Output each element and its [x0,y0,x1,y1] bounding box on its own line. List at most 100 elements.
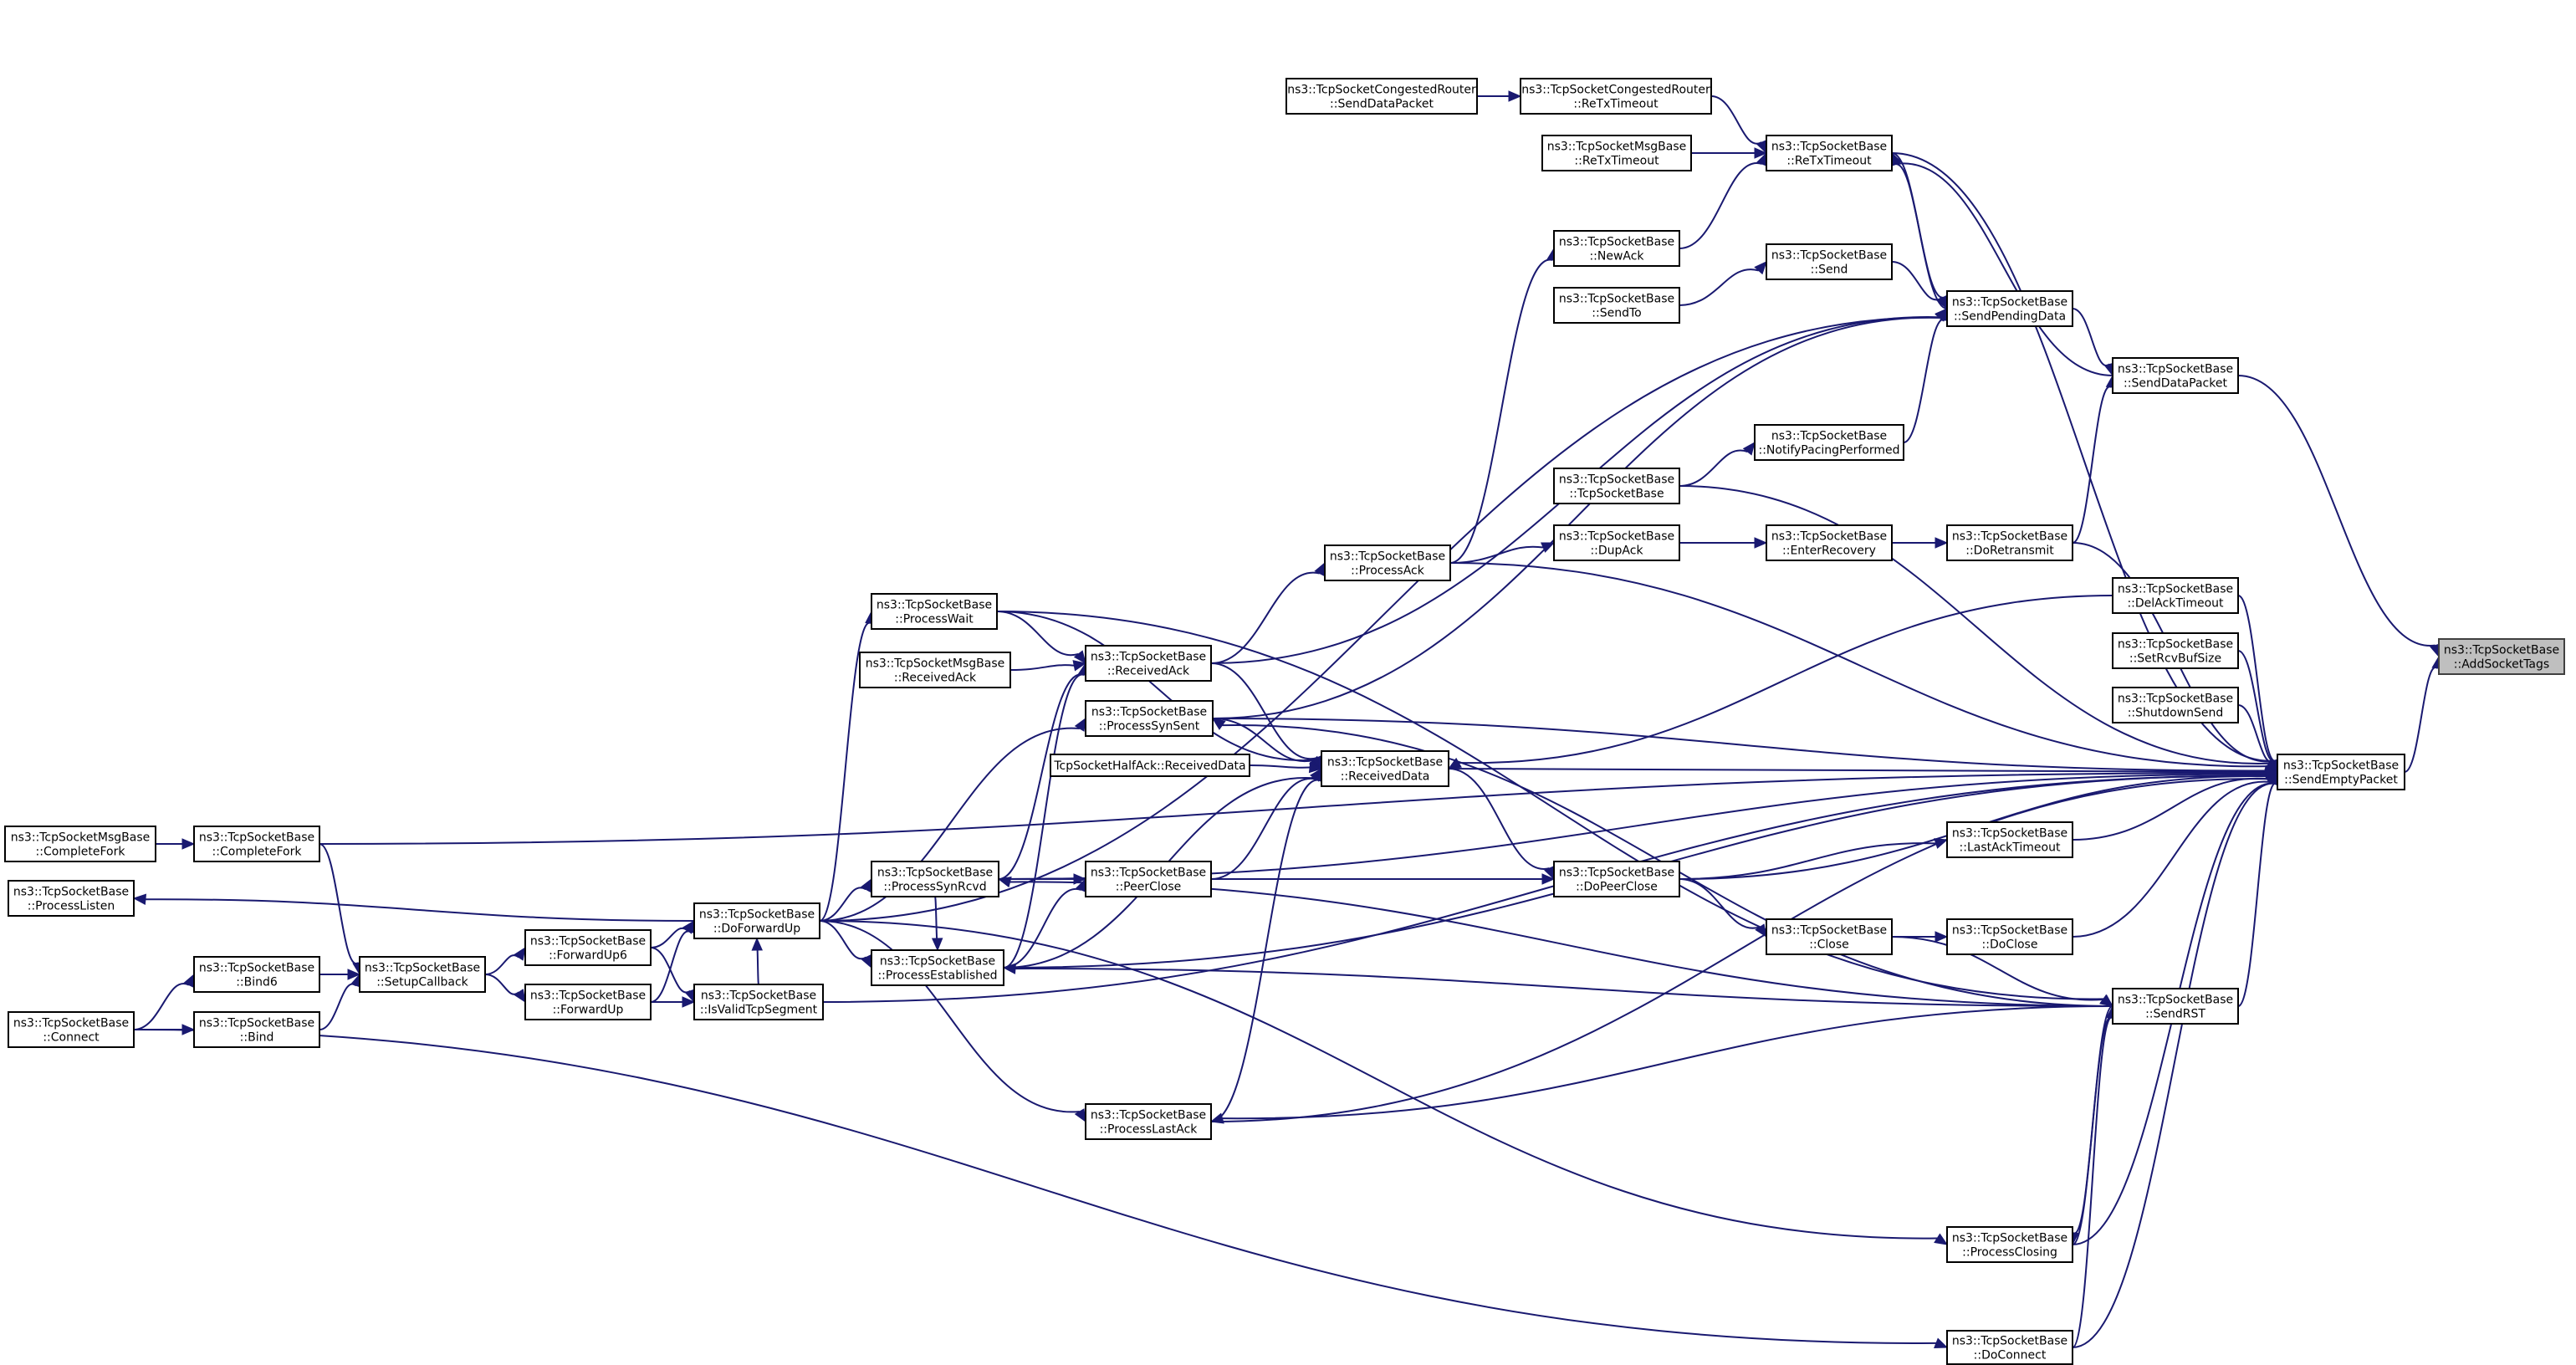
node-process-ack[interactable]: ns3::TcpSocketBase::ProcessAck [1324,544,1451,581]
node-add-socket-tags[interactable]: ns3::TcpSocketBase::AddSocketTags [2438,638,2565,675]
node-box [193,956,320,993]
node-re-tx-timeout[interactable]: ns3::TcpSocketBase::ReTxTimeout [1766,135,1893,171]
node-do-retransmit[interactable]: ns3::TcpSocketBase::DoRetransmit [1946,524,2073,561]
edge-do-peer-close-to-close [1679,878,1767,938]
node-send-pending-data[interactable]: ns3::TcpSocketBase::SendPendingData [1946,290,2073,327]
edge-complete-fork-to-send-empty-packet [319,767,2279,845]
node-box [1946,290,2073,327]
node-cong-router-re-tx[interactable]: ns3::TcpSocketCongestedRouter::ReTxTimeo… [1520,78,1712,115]
node-box [524,929,652,966]
node-process-wait[interactable]: ns3::TcpSocketBase::ProcessWait [871,593,998,630]
node-half-ack-recv[interactable]: TcpSocketHalfAck::ReceivedData [1050,754,1250,777]
node-label-line: ns3::TcpSocketMsgBase [1547,141,1686,154]
node-received-data[interactable]: ns3::TcpSocketBase::ReceivedData [1321,750,1449,787]
edge-process-syn-rcvd-to-process-established [931,896,943,952]
edge-process-syn-rcvd-to-peer-close [998,873,1087,885]
node-label-line: ns3::TcpSocketCongestedRouter [1521,84,1710,97]
node-box [1050,754,1250,777]
node-bind[interactable]: ns3::TcpSocketBase::Bind [193,1011,320,1048]
node-send-to[interactable]: ns3::TcpSocketBase::SendTo [1553,287,1680,324]
edge-do-retransmit-to-send-data-packet [2072,374,2118,544]
node-label-line: ns3::TcpSocketBase [1559,293,1674,306]
node-label-line: ns3::TcpSocketBase [2444,644,2559,657]
node-label-line: ns3::TcpSocketBase [13,1017,129,1030]
node-send[interactable]: ns3::TcpSocketBase::Send [1766,243,1893,280]
node-label-line: ns3::TcpSocketBase [1091,651,1206,664]
node-do-connect[interactable]: ns3::TcpSocketBase::DoConnect [1946,1330,2073,1365]
node-peer-close[interactable]: ns3::TcpSocketBase::PeerClose [1085,861,1212,897]
node-label-line: ns3::TcpSocketBase [1091,867,1206,880]
node-complete-fork[interactable]: ns3::TcpSocketBase::CompleteFork [193,826,320,862]
node-set-rcv-buf-size[interactable]: ns3::TcpSocketBase::SetRcvBufSize [2112,632,2239,669]
node-label-line: ns3::TcpSocketBase [699,908,815,922]
edge-send-data-packet-to-re-tx-timeout [1891,151,2113,376]
node-label-line: ::ReceivedAck [894,672,977,685]
node-setup-callback[interactable]: ns3::TcpSocketBase::SetupCallback [359,956,486,993]
node-box [1085,645,1212,682]
node-label-line: ns3::TcpSocketBase [701,989,816,1003]
node-process-last-ack[interactable]: ns3::TcpSocketBase::ProcessLastAck [1085,1103,1212,1140]
edge-notify-pacing-to-send-pending-data [1903,307,1951,443]
node-cong-router-send[interactable]: ns3::TcpSocketCongestedRouter::SendDataP… [1285,78,1478,115]
node-connect[interactable]: ns3::TcpSocketBase::Connect [8,1011,135,1048]
node-label-line: ::ReTxTimeout [1573,98,1659,111]
node-label-line: ns3::TcpSocketBase [2283,759,2399,773]
node-box [1946,1330,2073,1365]
node-send-rst[interactable]: ns3::TcpSocketBase::SendRST [2112,988,2239,1025]
node-close[interactable]: ns3::TcpSocketBase::Close [1766,918,1893,955]
edge-forward-up6-to-is-valid-tcp-segment [650,947,696,1004]
node-is-valid-tcp-segment[interactable]: ns3::TcpSocketBase::IsValidTcpSegment [693,984,824,1020]
node-process-syn-rcvd[interactable]: ns3::TcpSocketBase::ProcessSynRcvd [871,861,999,897]
node-send-data-packet[interactable]: ns3::TcpSocketBase::SendDataPacket [2112,357,2239,394]
node-label-line: ::SendPendingData [1954,310,2066,324]
nodes-layer: ns3::TcpSocketBase::AddSocketTagsns3::Tc… [4,78,2565,1365]
node-forward-up[interactable]: ns3::TcpSocketBase::ForwardUp [524,984,652,1020]
node-process-closing[interactable]: ns3::TcpSocketBase::ProcessClosing [1946,1226,2073,1263]
node-received-ack[interactable]: ns3::TcpSocketBase::ReceivedAck [1085,645,1212,682]
edge-received-ack-to-process-ack [1210,561,1326,664]
edge-msg-base-re-tx-to-re-tx-timeout [1691,147,1768,159]
node-shutdown-send[interactable]: ns3::TcpSocketBase::ShutdownSend [2112,687,2239,723]
node-label-line: ::SendEmptyPacket [2284,774,2398,787]
node-tcp-socket-base-ctor[interactable]: ns3::TcpSocketBase::TcpSocketBase [1553,468,1680,504]
edge-enter-recovery-to-do-retransmit [1892,537,1949,549]
node-label-line: ::NotifyPacingPerformed [1758,444,1899,458]
node-forward-up6[interactable]: ns3::TcpSocketBase::ForwardUp6 [524,929,652,966]
node-notify-pacing[interactable]: ns3::TcpSocketBase::NotifyPacingPerforme… [1754,424,1904,461]
node-do-forward-up[interactable]: ns3::TcpSocketBase::DoForwardUp [693,902,820,939]
node-msg-base-re-tx[interactable]: ns3::TcpSocketMsgBase::ReTxTimeout [1541,135,1692,171]
node-send-empty-packet[interactable]: ns3::TcpSocketBase::SendEmptyPacket [2277,754,2405,790]
node-label-line: ::ProcessClosing [1962,1246,2057,1260]
node-do-close[interactable]: ns3::TcpSocketBase::DoClose [1946,918,2073,955]
edge-cong-router-re-tx-to-re-tx-timeout [1710,95,1767,155]
node-process-listen[interactable]: ns3::TcpSocketBase::ProcessListen [8,880,135,917]
node-msg-base-complete-fork[interactable]: ns3::TcpSocketMsgBase::CompleteFork [4,826,156,862]
edges-layer [132,90,2443,1349]
node-last-ack-timeout[interactable]: ns3::TcpSocketBase::LastAckTimeout [1946,821,2073,858]
node-label-line: ::ForwardUp6 [549,949,627,963]
node-process-syn-sent[interactable]: ns3::TcpSocketBase::ProcessSynSent [1085,700,1214,737]
node-msg-base-recv-ack[interactable]: ns3::TcpSocketMsgBase::ReceivedAck [859,652,1011,688]
node-label-line: ns3::TcpSocketBase [877,599,992,612]
node-label-line: ns3::TcpSocketBase [2118,363,2233,376]
node-label-line: ::ReTxTimeout [1786,155,1872,168]
node-label-line: ns3::TcpSocketBase [1559,473,1674,487]
node-dup-ack[interactable]: ns3::TcpSocketBase::DupAck [1553,524,1680,561]
node-process-established[interactable]: ns3::TcpSocketBase::ProcessEstablished [871,949,1004,986]
edge-process-wait-to-received-ack [996,611,1086,665]
node-label-line: ::DoForwardUp [713,923,800,936]
edge-bind-to-setup-callback [319,973,361,1030]
edge-send-data-packet-to-add-socket-tags [2237,375,2441,658]
node-do-peer-close[interactable]: ns3::TcpSocketBase::DoPeerClose [1553,861,1680,897]
node-label-line: ns3::TcpSocketBase [1327,756,1443,769]
node-box [2112,988,2239,1025]
edge-complete-fork-to-setup-callback [319,843,364,976]
edge-dup-ack-to-enter-recovery [1679,537,1768,549]
node-enter-recovery[interactable]: ns3::TcpSocketBase::EnterRecovery [1766,524,1893,561]
edge-do-forward-up-to-process-syn-rcvd [819,877,872,922]
node-bind6[interactable]: ns3::TcpSocketBase::Bind6 [193,956,320,993]
node-label-line: ns3::TcpSocketBase [1771,141,1887,154]
node-del-ack-timeout[interactable]: ns3::TcpSocketBase::DelAckTimeout [2112,577,2239,614]
node-label-line: ns3::TcpSocketBase [199,831,314,845]
node-new-ack[interactable]: ns3::TcpSocketBase::NewAck [1553,230,1680,267]
